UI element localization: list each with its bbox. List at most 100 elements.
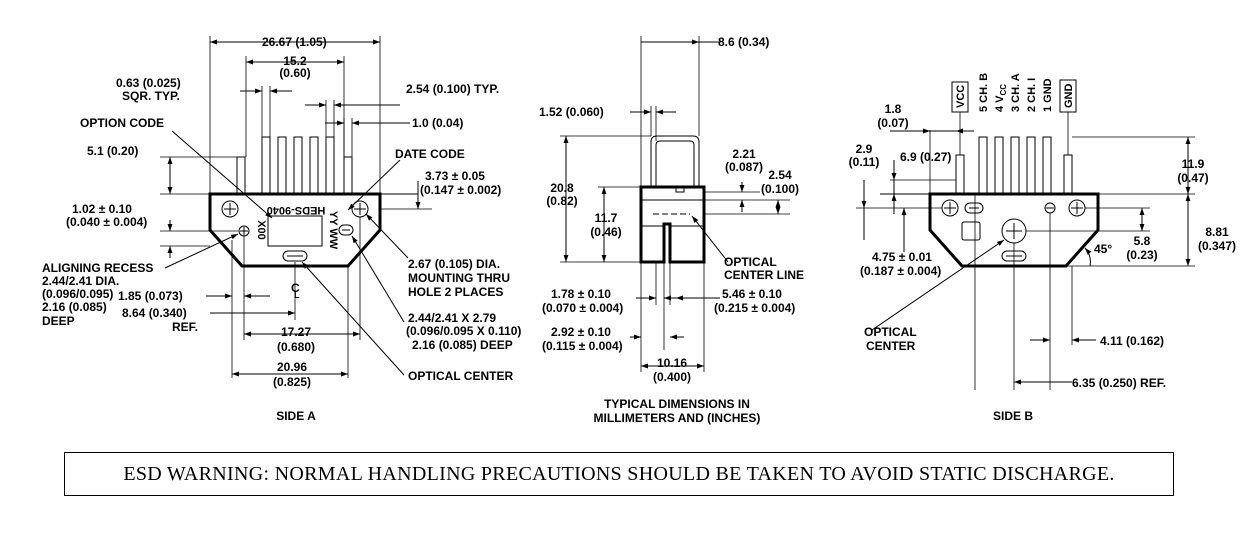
side-b-hole-left [941, 199, 959, 217]
dim-recess-offset-mm: 1.02 ± 0.10 [72, 202, 132, 216]
label-optical-cl-2: CENTER LINE [724, 268, 804, 282]
label-date-code: DATE CODE [395, 147, 465, 161]
dim-254-in: (0.100) [761, 182, 799, 196]
label-optical-cl-1: OPTICAL [724, 255, 777, 269]
dim-475-mm: 4.75 ± 0.01 [872, 250, 932, 264]
pin-2-label: 2 CH. I [1026, 78, 1038, 112]
marking-option-code: X00 [255, 220, 267, 240]
centerline-c: C [291, 281, 300, 295]
dim-152: 1.52 (0.060) [539, 105, 604, 119]
side-profile-view: 8.6 (0.34) 1.52 (0.060) 2.21 (0.087) 2.5… [539, 35, 804, 425]
dim-29-in: (0.11) [849, 155, 880, 169]
dim-29-mm: 2.9 [856, 142, 873, 156]
dim-86: 8.6 (0.34) [718, 35, 769, 49]
side-b-optical-center [1001, 218, 1027, 244]
dim-221-in: (0.087) [725, 160, 763, 174]
dim-208-mm: 20.8 [550, 181, 574, 195]
aligning-recess [238, 225, 250, 237]
dim-1016-mm: 10.16 [657, 356, 687, 370]
dim-18-mm: 1.8 [885, 102, 902, 116]
dim-221-mm: 2.21 [732, 147, 756, 161]
dim-411: 4.11 (0.162) [1100, 334, 1164, 348]
label-option-code: OPTION CODE [80, 116, 164, 130]
dim-sqr-label: SQR. TYP. [122, 89, 180, 103]
dim-635: 6.35 (0.250) REF. [1072, 376, 1166, 390]
dim-117-in: (0.46) [590, 225, 621, 239]
side-a-leaders [164, 130, 409, 376]
caption-typical-dims-2: MILLIMETERS AND (INCHES) [594, 411, 761, 425]
mounting-hole-left [221, 200, 239, 218]
label-recess-5: DEEP [42, 314, 75, 328]
centerline-l: L [294, 290, 300, 300]
label-hole-3: HOLE 2 PLACES [408, 285, 503, 299]
dim-208-in: (0.82) [546, 194, 577, 208]
side-profile-lead-loop [650, 135, 700, 186]
pin-4-label-sub: CC [999, 84, 1008, 96]
side-a-view: HEDS-9040 YY WW X00 [42, 35, 521, 423]
dim-254-mm: 2.54 [768, 168, 792, 182]
dim-475-in: (0.187 ± 0.004) [860, 264, 941, 278]
side-b-square-window [961, 221, 981, 241]
dim-body-thick-mm: 3.73 ± 0.05 [425, 169, 485, 183]
dim-185: 1.85 (0.073) [118, 289, 183, 303]
pin-4-label: 4 VCC [994, 84, 1008, 112]
dim-58-in: (0.23) [1126, 248, 1157, 262]
side-b-dimension-lines [861, 128, 1191, 385]
vcc-box-label: VCC [955, 85, 967, 108]
side-b-slot [964, 202, 984, 214]
pin-4-label-main: 4 V [994, 95, 1006, 112]
caption-side-a: SIDE A [276, 409, 316, 423]
side-b-leads [955, 136, 1073, 195]
dim-pitch: 2.54 (0.100) TYP. [406, 82, 499, 96]
dim-2096-mm: 20.96 [277, 360, 307, 374]
label-slot-1: 2.44/2.41 X 2.79 [408, 311, 496, 325]
dim-178-mm: 1.78 ± 0.10 [551, 287, 611, 301]
dim-119-in: (0.47) [1177, 171, 1208, 185]
dim-18-in: (0.07) [877, 116, 908, 130]
dim-546-in: (0.215 ± 0.004) [714, 301, 795, 315]
side-a-leads [236, 136, 353, 195]
dim-864: 8.64 (0.340) [122, 306, 187, 320]
side-b-hole-right [1068, 199, 1086, 217]
label-optical-center-a: OPTICAL CENTER [408, 369, 513, 383]
dim-2096-in: (0.825) [273, 375, 311, 389]
label-recess-2: 2.44/2.41 DIA. [42, 274, 119, 288]
marking-window [267, 215, 323, 247]
side-b-view: VCC GND 5 CH. B 4 VCC 3 CH. A 2 CH. I 1 … [849, 73, 1236, 423]
label-hole-2: MOUNTING THRU [408, 271, 510, 285]
label-optical-center-b-1: OPTICAL [864, 325, 917, 339]
dim-117-mm: 11.7 [595, 211, 618, 225]
dim-178-in: (0.070 ± 0.004) [542, 301, 623, 315]
marking-date-code: YY WW [327, 211, 339, 250]
gnd-box-label: GND [1063, 84, 1075, 109]
pin-3-label: 3 CH. A [1010, 73, 1022, 112]
side-a-extension-lines [160, 36, 432, 378]
side-profile-body [639, 185, 706, 264]
dim-recess-offset-in: (0.040 ± 0.004) [66, 215, 147, 229]
dim-119-mm: 11.9 [1182, 157, 1205, 171]
dim-69: 6.9 (0.27) [900, 150, 951, 164]
dim-881-in: (0.347) [1198, 239, 1236, 253]
dim-pin-span-mm: 15.2 [283, 54, 307, 68]
alignment-slot [338, 224, 354, 236]
label-hole-1: 2.67 (0.105) DIA. [408, 257, 500, 271]
caption-side-b: SIDE B [993, 409, 1033, 423]
side-profile-dimension-lines [563, 39, 781, 369]
side-a-dimension-lines [167, 39, 421, 377]
label-recess-3: (0.096/0.095) [42, 287, 113, 301]
dim-angle: 45° [1094, 242, 1112, 256]
dim-546-mm: 5.46 ± 0.10 [722, 287, 782, 301]
esd-warning-text: ESD WARNING: NORMAL HANDLING PRECAUTIONS… [123, 462, 1115, 485]
dim-881-mm: 8.81 [1205, 225, 1229, 239]
dim-pin-span-in: (0.60) [279, 66, 310, 80]
label-recess-4: 2.16 (0.085) [42, 300, 107, 314]
dim-sqr: 0.63 (0.025) [116, 76, 181, 90]
dim-overall-width: 26.67 (1.05) [262, 35, 327, 49]
marking-part-number: HEDS-9040 [267, 204, 326, 216]
label-recess-1: ALIGNING RECESS [42, 261, 153, 275]
optical-center-slot [282, 250, 308, 262]
dim-1016-in: (0.400) [653, 370, 691, 384]
side-b-recess [1044, 202, 1056, 214]
caption-typical-dims-1: TYPICAL DIMENSIONS IN [604, 397, 750, 411]
